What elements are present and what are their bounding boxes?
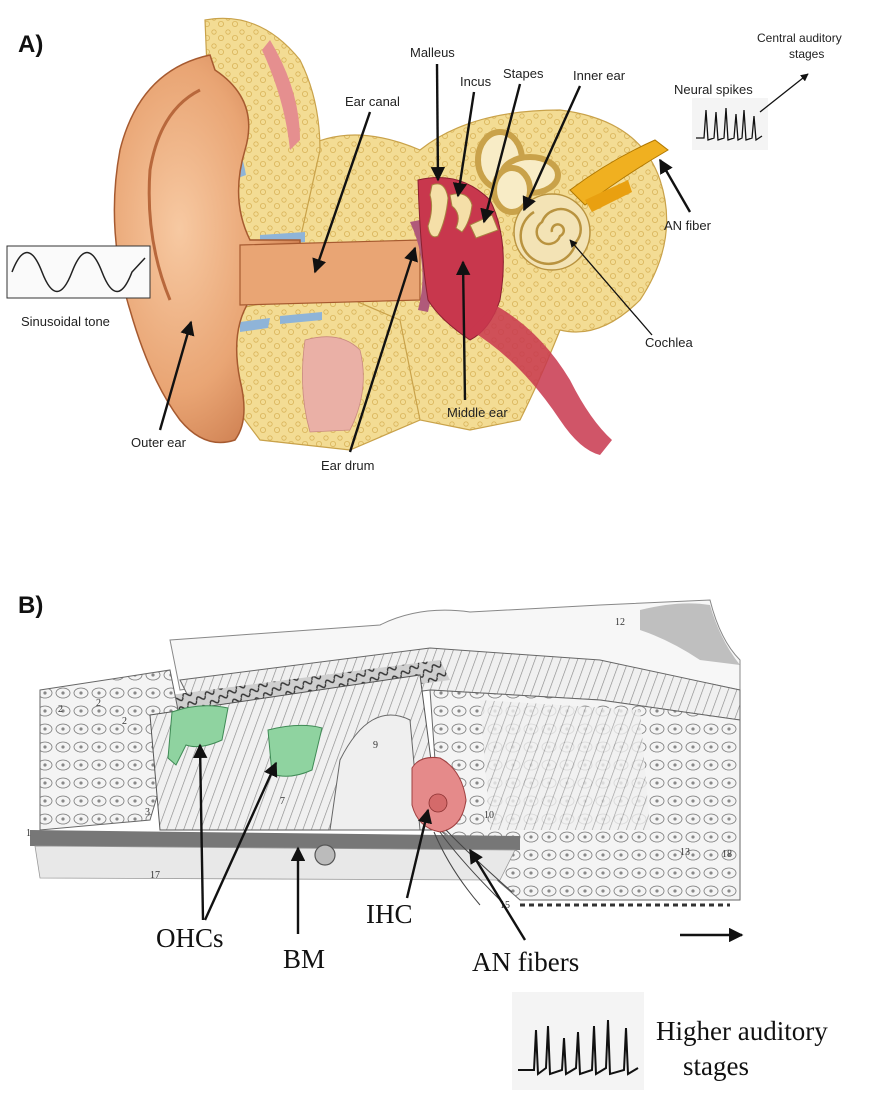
label-ear-canal: Ear canal bbox=[345, 94, 400, 109]
label-central-auditory-2: stages bbox=[789, 47, 824, 61]
neural-spikes-trace-b bbox=[512, 992, 644, 1090]
sinusoidal-tone-box bbox=[7, 246, 150, 298]
label-incus: Incus bbox=[460, 74, 492, 89]
label-stapes: Stapes bbox=[503, 66, 544, 81]
label-outer-ear: Outer ear bbox=[131, 435, 187, 450]
neural-spikes-trace-a bbox=[692, 98, 768, 150]
panel-a-letter: A) bbox=[18, 31, 43, 58]
num-7: 7 bbox=[280, 796, 285, 807]
label-malleus: Malleus bbox=[410, 45, 455, 60]
num-13: 13 bbox=[680, 847, 690, 858]
label-higher-auditory-2: stages bbox=[683, 1051, 749, 1081]
organ-of-corti-illustration bbox=[30, 600, 740, 905]
label-higher-auditory-1: Higher auditory bbox=[656, 1016, 828, 1046]
ear-canal-tube bbox=[240, 240, 420, 305]
num-3: 3 bbox=[145, 807, 150, 818]
label-an-fibers: AN fibers bbox=[472, 947, 579, 977]
num-2b: 2 bbox=[96, 698, 101, 709]
num-12: 12 bbox=[615, 617, 625, 628]
num-18: 18 bbox=[722, 849, 732, 860]
ear-anatomy-illustration bbox=[114, 18, 668, 455]
label-bm: BM bbox=[283, 944, 325, 974]
num-1: 1 bbox=[26, 828, 31, 839]
num-17: 17 bbox=[150, 870, 160, 881]
label-central-auditory-1: Central auditory bbox=[757, 31, 842, 45]
num-10: 10 bbox=[484, 810, 494, 821]
label-sinusoidal-tone: Sinusoidal tone bbox=[21, 314, 110, 329]
label-cochlea: Cochlea bbox=[645, 335, 693, 350]
ihc-nucleus bbox=[429, 794, 447, 812]
label-ear-drum: Ear drum bbox=[321, 458, 374, 473]
right-stripes bbox=[480, 700, 650, 830]
label-ohcs: OHCs bbox=[156, 923, 224, 953]
num-9: 9 bbox=[373, 740, 378, 751]
label-ihc: IHC bbox=[366, 899, 413, 929]
parotid-tissue bbox=[302, 337, 363, 432]
label-an-fiber: AN fiber bbox=[664, 218, 712, 233]
label-inner-ear: Inner ear bbox=[573, 68, 626, 83]
label-neural-spikes: Neural spikes bbox=[674, 82, 753, 97]
num-2a: 2 bbox=[58, 704, 63, 715]
label-middle-ear: Middle ear bbox=[447, 405, 508, 420]
panel-b-letter: B) bbox=[18, 592, 43, 619]
vessel-spiral bbox=[315, 845, 335, 865]
num-2c: 2 bbox=[122, 716, 127, 727]
